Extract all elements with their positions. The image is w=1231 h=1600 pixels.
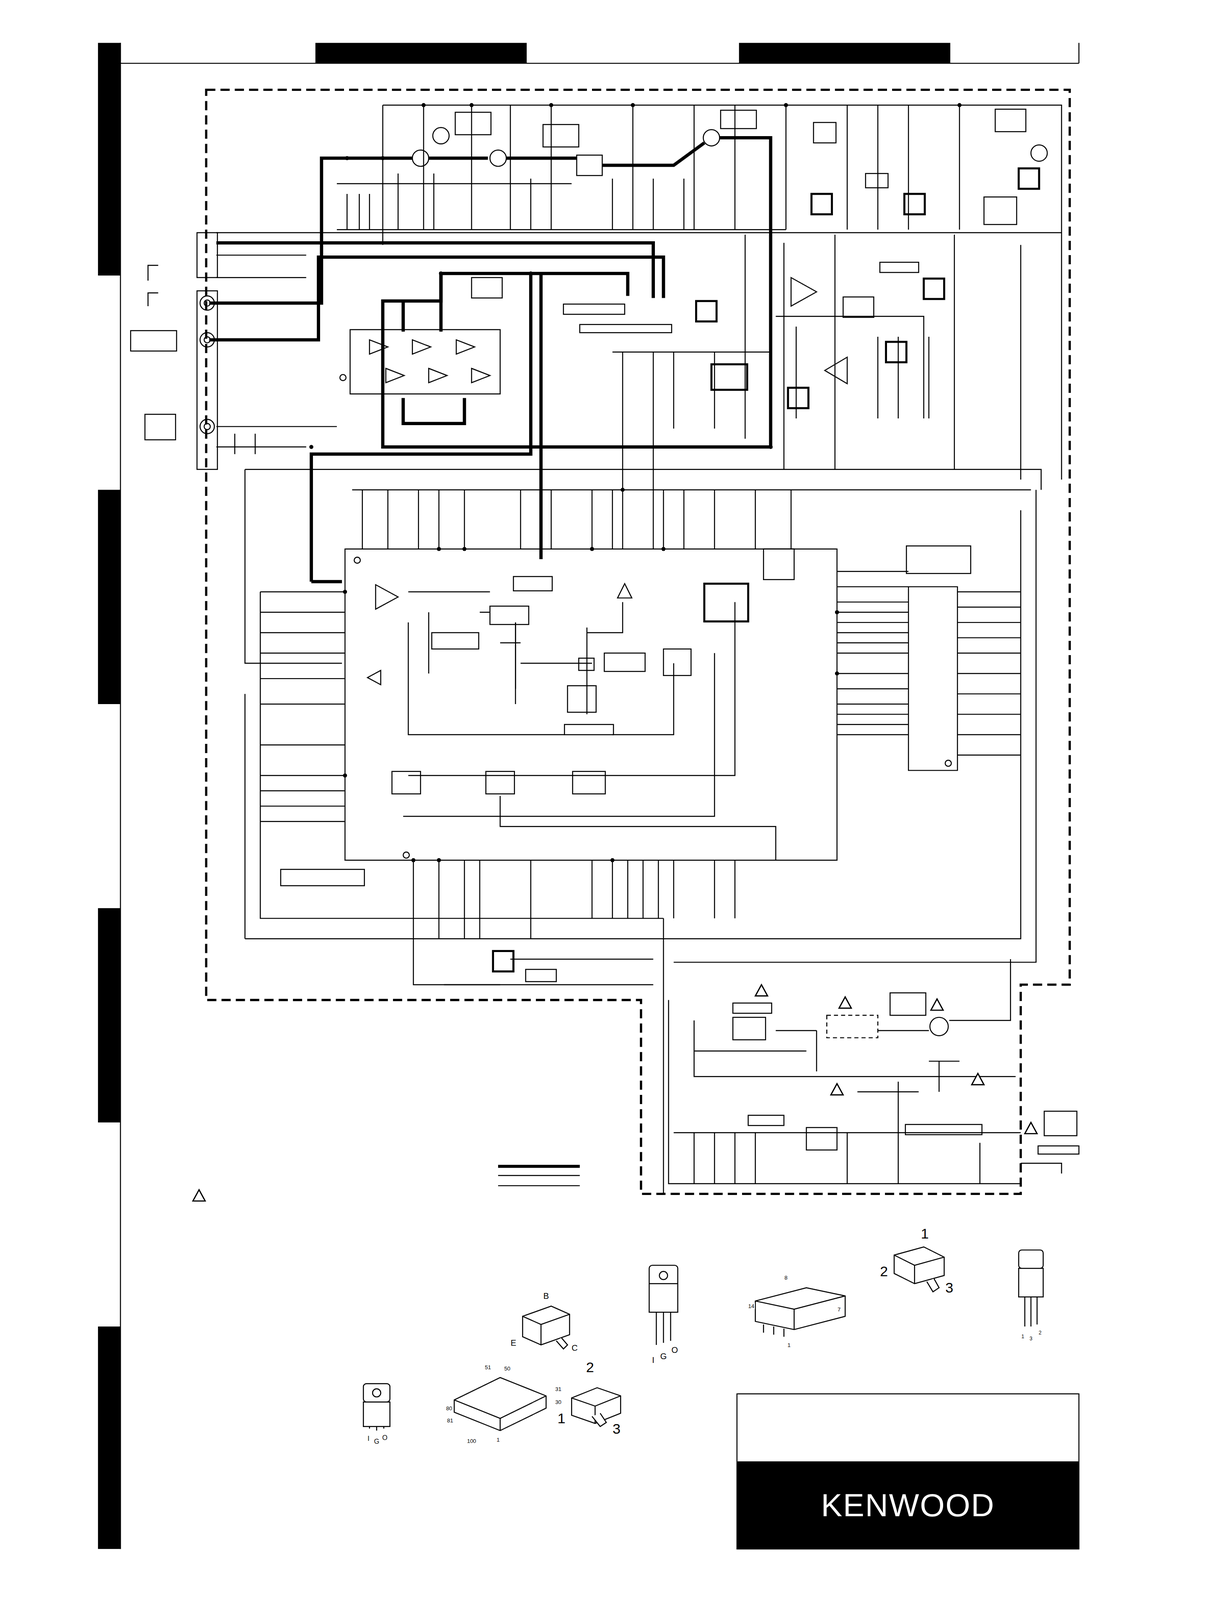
pin-label: 14: [747, 1303, 756, 1310]
pin-label: C: [570, 1343, 579, 1353]
pin-label: O: [670, 1345, 680, 1356]
component-symbols: [130, 109, 1079, 1187]
pin-label: G: [659, 1352, 668, 1362]
pin-label: 7: [836, 1306, 842, 1313]
pin-label: 1: [1020, 1334, 1026, 1340]
pin-label: B: [542, 1291, 550, 1301]
pin-label: 2: [585, 1360, 595, 1376]
pin-label: 100: [466, 1437, 478, 1445]
wires: [216, 105, 1062, 1195]
pin-label: 30: [554, 1399, 562, 1406]
frame: [120, 42, 1079, 1550]
pin-label: 8: [783, 1274, 789, 1282]
logo-band: KENWOOD: [737, 1461, 1079, 1550]
pin-label: I: [366, 1435, 370, 1444]
pin-label: 1: [556, 1411, 567, 1427]
pin-label: 1: [495, 1437, 501, 1444]
pin-label: O: [381, 1434, 388, 1443]
pin-label: 50: [503, 1365, 512, 1372]
pin-label: 2: [879, 1264, 889, 1280]
pin-label: 1: [920, 1226, 930, 1242]
pin-label: 3: [611, 1421, 622, 1437]
pin-label: 80: [445, 1405, 453, 1412]
logo-frame: [737, 1394, 1079, 1550]
pin-label: 3: [944, 1280, 955, 1296]
pin-label: E: [509, 1338, 518, 1348]
pin-label: I: [651, 1355, 656, 1366]
board-outline: [206, 89, 1070, 1195]
warning-symbols: [192, 985, 1038, 1202]
pin-label: 51: [483, 1364, 492, 1371]
junction-dots: [309, 103, 962, 863]
edge-bars: [98, 42, 951, 1550]
pin-label: 1: [786, 1342, 792, 1349]
pin-label: 2: [1037, 1330, 1043, 1337]
brand-name: KENWOOD: [820, 1487, 995, 1524]
pin-label: 3: [1028, 1336, 1034, 1343]
pin-label: 31: [554, 1386, 562, 1393]
pin-label: G: [373, 1438, 381, 1446]
signal-paths: [209, 137, 771, 582]
pin-label: 81: [446, 1417, 454, 1425]
